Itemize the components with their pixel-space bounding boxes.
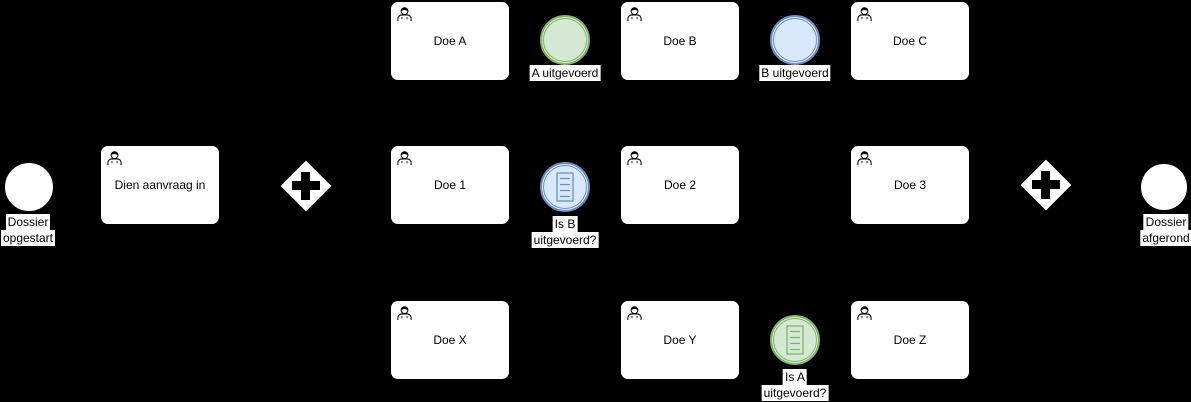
gateway-plus-icon xyxy=(1041,171,1050,199)
task-doe-2[interactable]: Doe 2 xyxy=(620,145,740,225)
event-inner-ring xyxy=(773,18,817,62)
event-label-b-uitgevoerd: B uitgevoerd xyxy=(759,65,831,81)
user-task-icon xyxy=(856,150,873,166)
task-doe-x[interactable]: Doe X xyxy=(390,300,510,380)
task-dien-aanvraag-in[interactable]: Dien aanvraag in xyxy=(100,145,220,225)
task-doe-y[interactable]: Doe Y xyxy=(620,300,740,380)
task-label: Doe 2 xyxy=(663,178,697,192)
user-task-icon xyxy=(106,150,123,166)
user-task-icon xyxy=(626,6,643,22)
task-label: Doe 1 xyxy=(433,178,467,192)
task-label: Doe A xyxy=(433,34,467,48)
event-label-is-a-uitgevoerd: Is A uitgevoerd? xyxy=(761,369,829,401)
task-doe-a[interactable]: Doe A xyxy=(390,1,510,81)
user-task-icon xyxy=(396,6,413,22)
end-event[interactable] xyxy=(1140,163,1188,211)
task-doe-b[interactable]: Doe B xyxy=(620,1,740,81)
task-label: Doe Y xyxy=(663,333,697,347)
user-task-icon xyxy=(396,150,413,166)
intermediate-event-a-uitgevoerd[interactable] xyxy=(540,15,590,65)
start-event-label: Dossier opgestart xyxy=(0,214,56,246)
event-inner-ring xyxy=(773,318,817,362)
user-task-icon xyxy=(856,6,873,22)
task-doe-c[interactable]: Doe C xyxy=(850,1,970,81)
label-line: Dossier xyxy=(5,214,51,230)
label-line: A uitgevoerd xyxy=(529,65,601,81)
conditional-event-is-a-uitgevoerd[interactable] xyxy=(770,315,820,365)
task-doe-1[interactable]: Doe 1 xyxy=(390,145,510,225)
task-label: Doe X xyxy=(433,333,467,347)
label-line: uitgevoerd? xyxy=(761,385,829,401)
intermediate-event-b-uitgevoerd[interactable] xyxy=(770,15,820,65)
parallel-gateway-join[interactable] xyxy=(1019,158,1073,212)
label-line: Dossier xyxy=(1143,214,1189,230)
task-doe-z[interactable]: Doe Z xyxy=(850,300,970,380)
task-label: Doe B xyxy=(663,34,697,48)
event-inner-ring xyxy=(543,165,587,209)
label-line: Is A xyxy=(782,369,807,385)
conditional-list-icon xyxy=(556,172,574,202)
user-task-icon xyxy=(626,305,643,321)
task-label: Doe C xyxy=(892,34,927,48)
user-task-icon xyxy=(626,150,643,166)
parallel-gateway-split[interactable] xyxy=(279,159,333,213)
event-inner-ring xyxy=(543,18,587,62)
conditional-list-icon xyxy=(786,325,804,355)
event-label-is-b-uitgevoerd: Is B uitgevoerd? xyxy=(531,216,599,248)
label-line: afgerond xyxy=(1140,230,1191,246)
task-doe-3[interactable]: Doe 3 xyxy=(850,145,970,225)
label-line: opgestart xyxy=(0,230,56,246)
gateway-plus-icon xyxy=(301,172,310,200)
user-task-icon xyxy=(856,305,873,321)
task-label: Doe Z xyxy=(893,333,927,347)
user-task-icon xyxy=(396,305,413,321)
task-label: Doe 3 xyxy=(893,178,927,192)
label-line: B uitgevoerd xyxy=(759,65,831,81)
label-line: uitgevoerd? xyxy=(531,232,599,248)
conditional-event-is-b-uitgevoerd[interactable] xyxy=(540,162,590,212)
label-line: Is B xyxy=(552,216,578,232)
event-label-a-uitgevoerd: A uitgevoerd xyxy=(529,65,601,81)
end-event-label: Dossier afgerond xyxy=(1140,214,1191,246)
start-event[interactable] xyxy=(4,162,54,212)
task-label: Dien aanvraag in xyxy=(114,178,206,192)
